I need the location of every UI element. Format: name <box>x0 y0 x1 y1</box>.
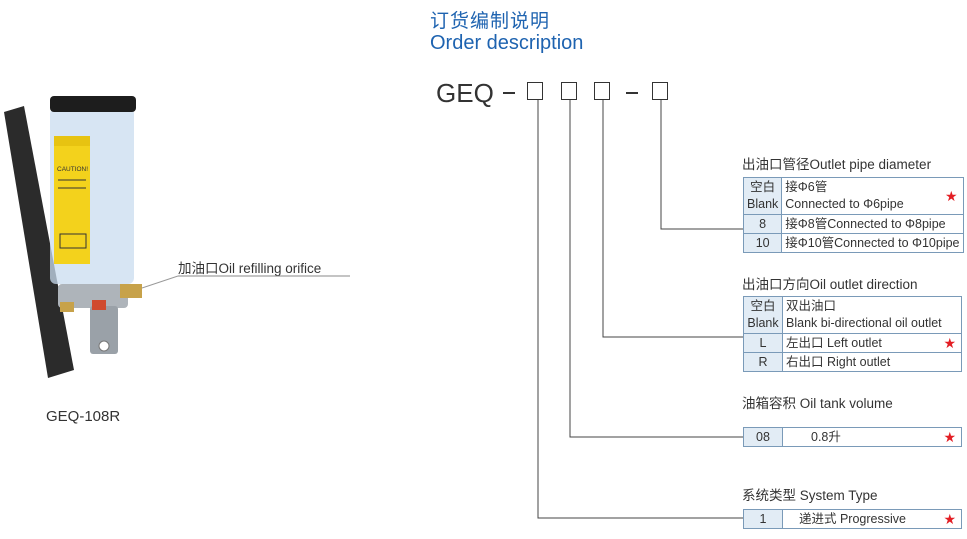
caution-label: CAUTION! <box>57 166 88 173</box>
recommended-star-icon: ★ <box>943 335 956 351</box>
refill-orifice-label: 加油口Oil refilling orifice <box>178 261 322 276</box>
title-cn: 订货编制说明 <box>430 11 551 32</box>
pump-illustration: CAUTION! <box>4 96 179 378</box>
code-dash <box>626 92 638 94</box>
option-value: 递进式 Progressive★ <box>782 509 962 529</box>
code-box-system <box>527 82 543 100</box>
option-key: 10 <box>742 233 783 253</box>
option-value: 接Φ8管Connected to Φ8pipe <box>781 214 964 234</box>
recommended-star-icon: ★ <box>943 511 956 527</box>
table-row: 8 接Φ8管Connected to Φ8pipe <box>742 214 964 234</box>
recommended-star-icon: ★ <box>943 429 956 445</box>
option-key: 8 <box>742 214 783 234</box>
code-box-direction <box>594 82 610 100</box>
code-box-volume <box>561 82 577 100</box>
system-table: 1 递进式 Progressive★ <box>743 509 962 529</box>
table-row: 1 递进式 Progressive★ <box>743 509 962 529</box>
option-value: 右出口 Right outlet <box>782 352 962 372</box>
volume-table: 08 0.8升★ <box>743 427 962 447</box>
code-prefix: GEQ <box>436 78 494 108</box>
option-value: 接Φ10管Connected to Φ10pipe <box>781 233 964 253</box>
option-key: L <box>743 333 783 353</box>
table-row: R 右出口 Right outlet <box>743 352 962 372</box>
direction-title: 出油口方向Oil outlet direction <box>742 277 918 292</box>
table-row: 08 0.8升★ <box>743 427 962 447</box>
diameter-title: 出油口管径Outlet pipe diameter <box>742 157 932 172</box>
model-caption: GEQ-108R <box>46 408 121 425</box>
option-value: 0.8升★ <box>782 427 962 447</box>
code-dash <box>503 92 515 94</box>
title-en: Order description <box>430 32 584 54</box>
option-value: 左出口 Left outlet★ <box>782 333 962 353</box>
system-title: 系统类型 System Type <box>742 488 878 503</box>
table-row: L 左出口 Left outlet★ <box>743 333 962 353</box>
table-row: 10 接Φ10管Connected to Φ10pipe <box>742 233 964 253</box>
option-key: 08 <box>743 427 783 447</box>
code-box-diameter <box>652 82 668 100</box>
option-key: 1 <box>743 509 783 529</box>
option-key: R <box>743 352 783 372</box>
refill-callout-line <box>178 275 350 277</box>
recommended-star-icon: ★ <box>944 188 958 204</box>
volume-title: 油箱容积 Oil tank volume <box>742 396 893 411</box>
